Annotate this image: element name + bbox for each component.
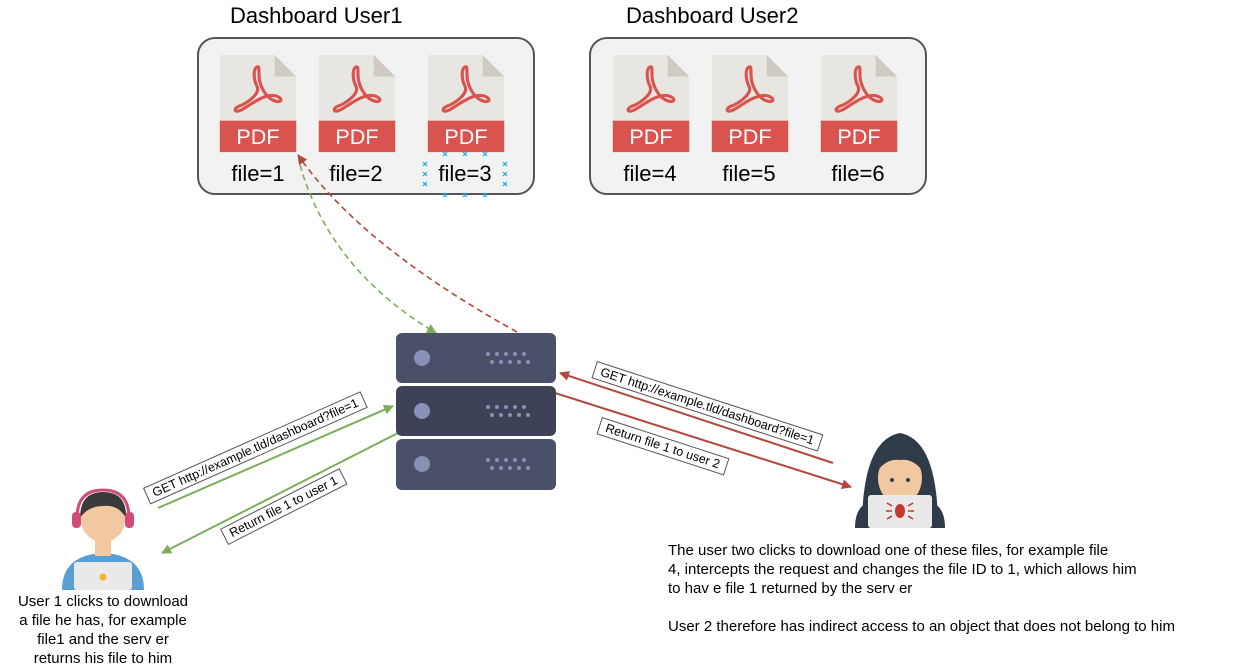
user1-caption: User 1 clicks to download a file he has,… (0, 592, 206, 668)
dashboard-user2-title: Dashboard User2 (626, 3, 799, 28)
file-label-3: file=3 (438, 161, 492, 186)
user1-response-arrow (161, 432, 399, 554)
user1-caption-line1: User 1 clicks to download (17, 593, 189, 610)
file-label-2: file=2 (329, 161, 383, 186)
file-label-6: file=6 (831, 161, 885, 186)
pdf-file-icon-4[interactable]: PDF (612, 55, 690, 153)
user2-response-arrow (554, 392, 852, 490)
user2-hacker-icon (855, 433, 945, 528)
file-label-5: file=5 (722, 161, 776, 186)
user1-request-arrow (157, 404, 394, 509)
pdf-badge-text: PDF (629, 124, 672, 149)
dashboard-user1-title: Dashboard User1 (230, 3, 403, 28)
user1-caption-line2: a file he has, for example (19, 612, 187, 629)
file-label-4: file=4 (623, 161, 677, 186)
user2-caption: The user two clicks to download one of t… (668, 541, 1245, 636)
pdf-file-icon-2[interactable]: PDF (318, 55, 396, 153)
pdf-badge-text: PDF (728, 124, 771, 149)
file-label-1: file=1 (231, 161, 285, 186)
user2-caption-line2: 4, intercepts the request and changes th… (668, 561, 1137, 578)
pdf-file-icon-1[interactable]: PDF (219, 55, 297, 153)
user2-caption-line1: The user two clicks to download one of t… (668, 542, 1109, 559)
pdf-file-icon-5[interactable]: PDF (711, 55, 789, 153)
pdf-badge-text: PDF (837, 124, 880, 149)
pdf-badge-text: PDF (236, 124, 279, 149)
selection-markers (422, 151, 508, 198)
user1-avatar-icon (62, 488, 144, 590)
user2-caption-line4: User 2 therefore has indirect access to … (668, 618, 1175, 635)
pdf-file-icon-3[interactable]: PDF (427, 55, 505, 153)
pdf-badge-text: PDF (335, 124, 378, 149)
green-dashed-arrow (299, 164, 437, 334)
server-icon (396, 333, 556, 490)
red-dashed-arrow (297, 154, 518, 333)
pdf-badge-text: PDF (444, 124, 487, 149)
pdf-file-icon-6[interactable]: PDF (820, 55, 898, 153)
user2-caption-line3: to hav e file 1 returned by the serv er (668, 580, 913, 597)
user2-request-arrow (559, 371, 834, 464)
user1-caption-line3: file1 and the serv er (37, 631, 169, 648)
user1-caption-line4: returns his file to him (33, 650, 173, 667)
